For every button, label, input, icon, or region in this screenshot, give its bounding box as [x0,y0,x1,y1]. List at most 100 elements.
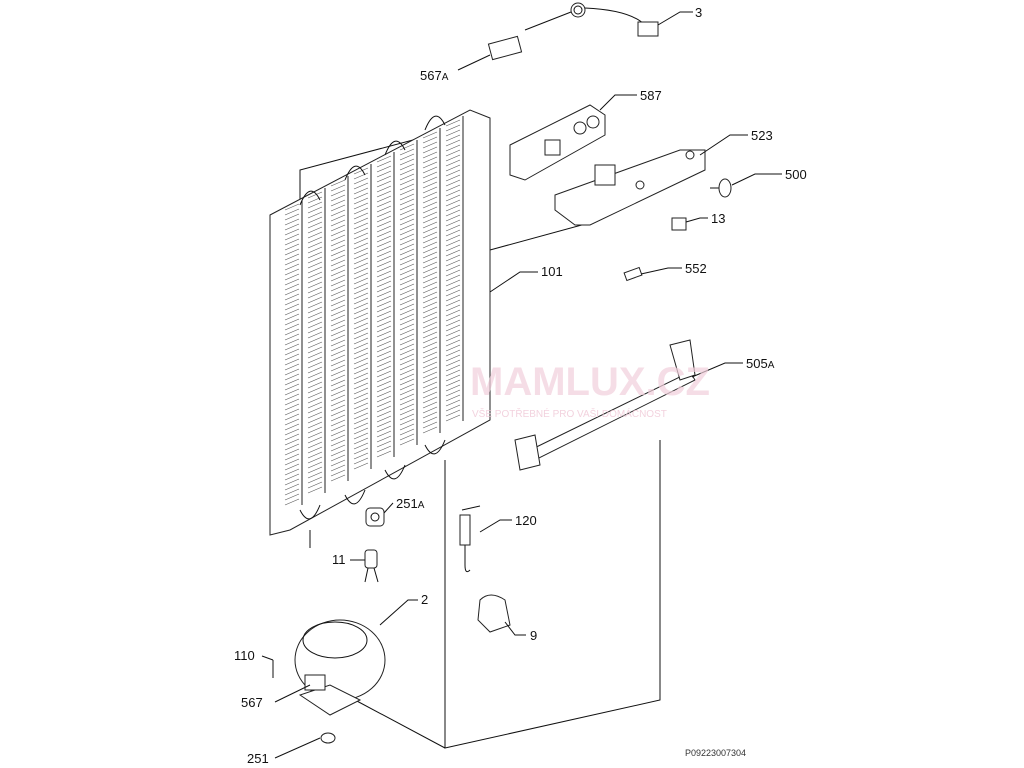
condenser-fin [307,406,323,414]
condenser-fin [307,346,323,354]
label-567: 567 [241,695,263,710]
condenser-fin [330,449,346,457]
condenser-fin [399,338,415,346]
label-567a: 567A [420,68,449,83]
condenser-fin [399,183,415,191]
condenser-fin [376,305,392,313]
condenser-fin [399,378,415,386]
condenser-fin [307,231,323,239]
condenser-fin [422,386,438,394]
condenser-fin [399,328,415,336]
condenser-fin [284,478,300,486]
condenser-fin [376,200,392,208]
condenser-fin [376,350,392,358]
condenser-fin [445,139,461,147]
condenser-fin [399,148,415,156]
condenser-fin [353,327,369,335]
condenser-fin [422,256,438,264]
condenser-fin [376,415,392,423]
condenser-fin [353,247,369,255]
condenser-fin [376,430,392,438]
condenser-fin [353,232,369,240]
condenser-fin [399,433,415,441]
condenser-fin [399,353,415,361]
condenser-fin [330,344,346,352]
condenser-fin [445,119,461,127]
condenser-fin [376,380,392,388]
condenser-fin [284,438,300,446]
condenser-fin [376,235,392,243]
condenser-fin [353,222,369,230]
condenser-fin [399,158,415,166]
condenser-fin [284,398,300,406]
condenser-fin [376,265,392,273]
condenser-fin [330,419,346,427]
condenser-fin [284,313,300,321]
condenser-fin [307,431,323,439]
condenser-fin [422,171,438,179]
condenser-fin [445,404,461,412]
condenser-fin [284,493,300,501]
condenser-fin [422,396,438,404]
condenser-fin [445,369,461,377]
condenser-fin [353,227,369,235]
condenser-fin [353,437,369,445]
condenser-fin [353,197,369,205]
condenser-fin [376,425,392,433]
condenser-fin [445,299,461,307]
condenser-fin [284,298,300,306]
grommet-part-251 [320,732,336,744]
condenser-fin [353,362,369,370]
condenser-fin [422,191,438,199]
condenser-fin [376,410,392,418]
condenser-fin [399,248,415,256]
condenser-fin [284,263,300,271]
condenser-fin [330,194,346,202]
condenser-fin [376,370,392,378]
condenser-fin [422,291,438,299]
condenser-fin [376,435,392,443]
condenser-fin [353,332,369,340]
condenser-fin [307,336,323,344]
condenser-fin [399,258,415,266]
condenser-fin [330,234,346,242]
condenser-fin [376,190,392,198]
label-9: 9 [530,628,537,643]
condenser-fin [284,378,300,386]
condenser-fin [445,184,461,192]
condenser-fin [353,187,369,195]
condenser-fin [353,182,369,190]
condenser-fin [284,423,300,431]
condenser-fin [422,156,438,164]
condenser-fin [284,393,300,401]
condenser-fin [353,402,369,410]
condenser-fin [353,422,369,430]
condenser-fin [284,213,300,221]
condenser-fin [399,208,415,216]
condenser-fin [330,189,346,197]
condenser-fin [422,226,438,234]
condenser-fin [399,228,415,236]
condenser-fin [353,242,369,250]
condenser-fin [445,239,461,247]
condenser-fin [445,134,461,142]
condenser-fin [284,433,300,441]
condenser-fin [376,325,392,333]
condenser-fin [445,374,461,382]
condenser-fin [330,229,346,237]
label-3: 3 [695,5,702,20]
condenser-fin [422,261,438,269]
condenser-fin [445,359,461,367]
condenser-fin [422,376,438,384]
condenser-fin [330,334,346,342]
condenser-fin [445,394,461,402]
condenser-fin [376,450,392,458]
condenser-fin [445,329,461,337]
condenser-fin [399,188,415,196]
condenser-fin [353,207,369,215]
condenser-fin [330,199,346,207]
condenser-fin [307,391,323,399]
condenser-fin [399,278,415,286]
condenser-fin [307,456,323,464]
condenser-fin [353,367,369,375]
